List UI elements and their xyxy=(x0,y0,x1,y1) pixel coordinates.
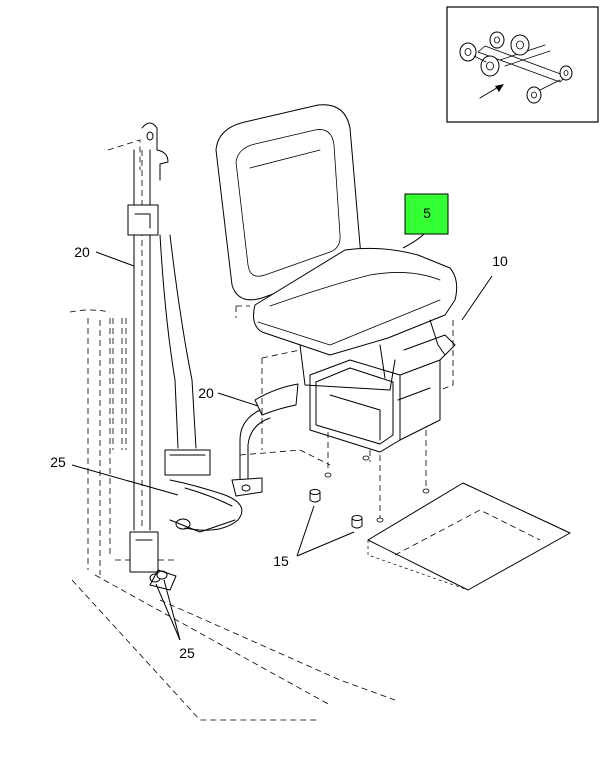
vehicle-chassis-icon xyxy=(459,31,573,104)
seat xyxy=(215,104,458,518)
callout-belt-anchor-label: 25 xyxy=(50,454,66,470)
cab-wall xyxy=(69,309,396,721)
callout-bracket[interactable]: 10 xyxy=(461,253,508,321)
locator-inset xyxy=(446,6,599,123)
callout-belt-anchor[interactable]: 25 xyxy=(50,454,179,496)
seat-belt-assembly xyxy=(107,122,243,591)
callout-floor-bolts[interactable]: 25 xyxy=(155,579,195,661)
callout-lower-belt[interactable]: 20 xyxy=(198,385,259,407)
callout-floor-bolts-label: 25 xyxy=(179,645,195,661)
floor-fasteners xyxy=(309,455,430,529)
callout-highlight-box xyxy=(404,193,449,235)
callout-bracket-label: 10 xyxy=(492,253,508,269)
callout-seat-label: 5 xyxy=(423,205,431,221)
floor-panel xyxy=(367,482,571,591)
callout-fasteners-label: 15 xyxy=(273,553,289,569)
callout-seat[interactable]: 5 xyxy=(402,193,449,249)
callout-fasteners[interactable]: 15 xyxy=(273,505,355,569)
callout-lower-belt-label: 20 xyxy=(198,385,214,401)
callout-upper-belt-label: 20 xyxy=(74,244,90,260)
callout-upper-belt[interactable]: 20 xyxy=(74,244,135,267)
